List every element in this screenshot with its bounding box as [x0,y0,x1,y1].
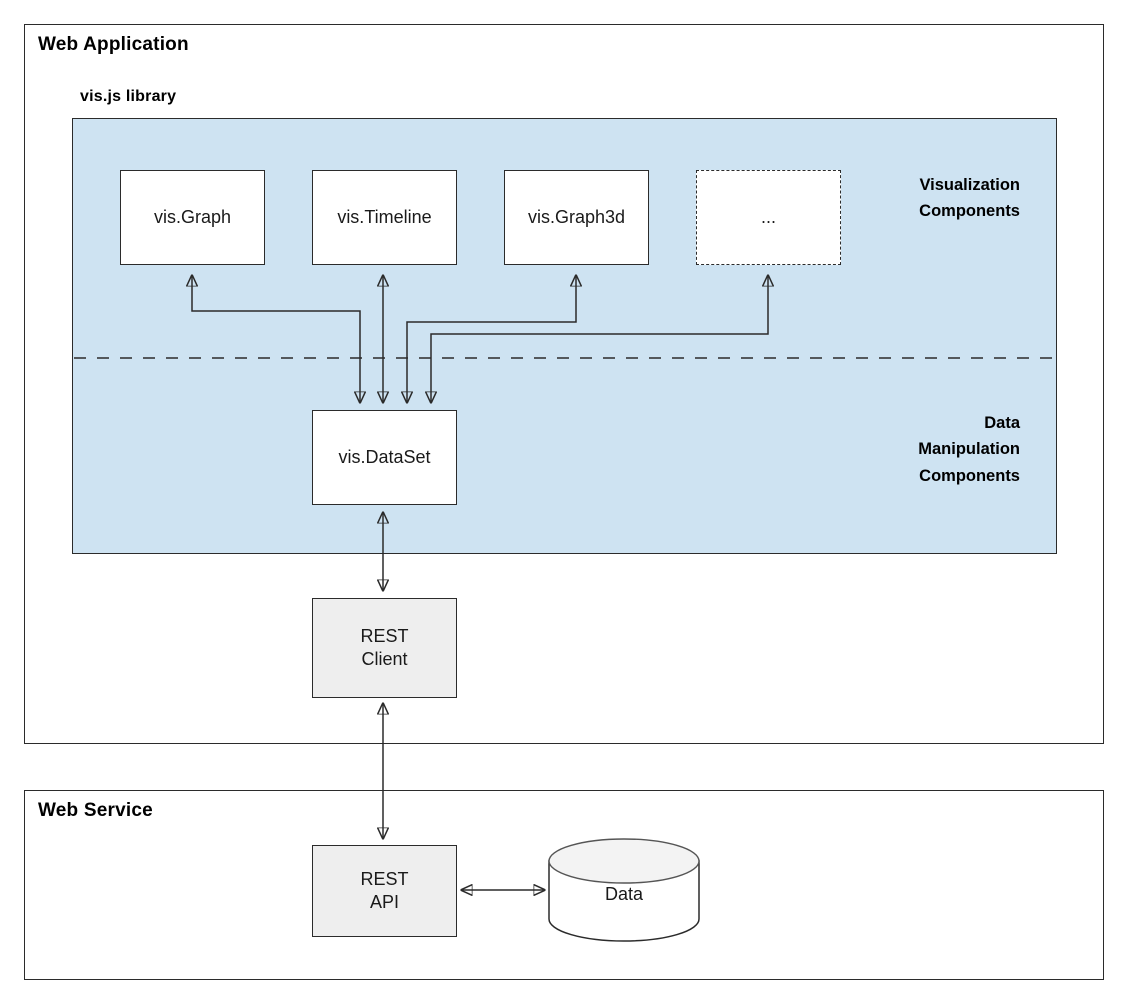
node-rest-api[interactable]: REST API [312,845,457,937]
library-panel-title: vis.js library [80,88,177,105]
group-label-data-line3: Components [919,466,1020,485]
node-rest-client-label-line1: REST [360,625,409,646]
node-rest-client[interactable]: REST Client [312,598,457,698]
frame-web-service [24,790,1104,980]
node-vis-graph3d[interactable]: vis.Graph3d [504,170,649,265]
group-label-visualization-line2: Components [919,202,1020,221]
node-rest-client-label-line2: Client [361,649,408,669]
node-vis-dataset-label: vis.DataSet [338,446,431,467]
node-rest-api-label-line2: API [369,892,399,912]
node-more-label: ... [760,206,776,227]
node-vis-dataset[interactable]: vis.DataSet [312,410,457,505]
group-label-visualization-components: Visualization Components [787,172,1020,225]
node-vis-timeline-label: vis.Timeline [337,206,432,227]
node-data-store-label: Data [604,884,644,904]
node-rest-api-label-line1: REST [360,868,409,889]
group-label-visualization-line1: Visualization [919,176,1020,194]
node-vis-timeline[interactable]: vis.Timeline [312,170,457,265]
node-vis-graph-label: vis.Graph [153,206,232,227]
node-vis-graph[interactable]: vis.Graph [120,170,265,265]
node-vis-graph3d-label: vis.Graph3d [527,206,626,227]
group-label-data-manipulation-components: Data Manipulation Components [787,410,1020,489]
group-label-data-line1: Data [984,414,1020,432]
frame-title-web-application: Web Application [38,34,189,55]
group-label-data-line2: Manipulation [918,440,1020,459]
node-more[interactable]: ... [696,170,841,265]
frame-web-application [24,24,1104,744]
frame-title-web-service: Web Service [38,800,153,821]
